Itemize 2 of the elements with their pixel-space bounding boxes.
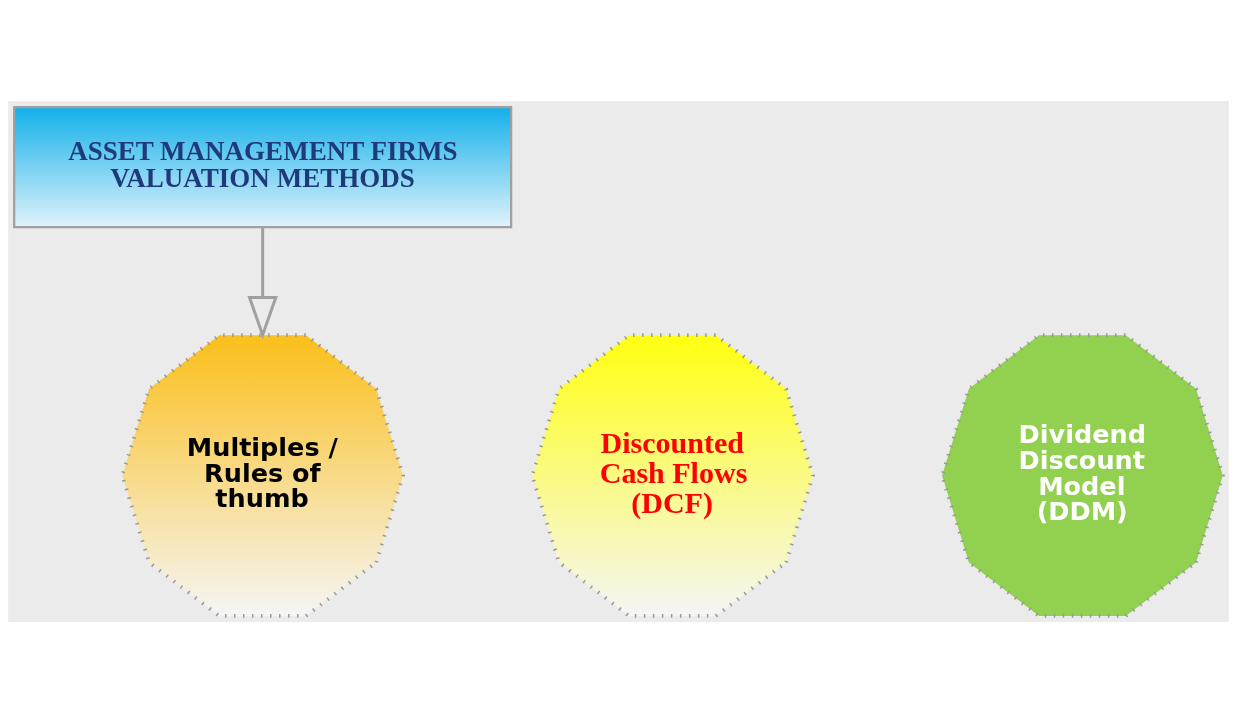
node-box: ASSET MANAGEMENT FIRMS VALUATION METHODS bbox=[13, 105, 513, 228]
arrow bbox=[247, 227, 278, 339]
